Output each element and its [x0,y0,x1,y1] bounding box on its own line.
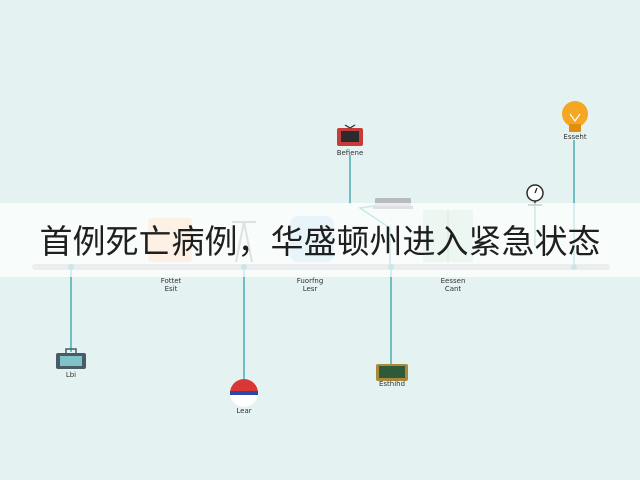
tv-icon [337,124,363,146]
event-label: Fottet Esit [160,277,182,293]
stopwatch-icon [526,184,544,206]
event-label: Esseht [563,133,587,141]
event-label: Eessen Cant [440,277,466,293]
event-label: Lear [236,407,252,415]
event-label: Esthihd [378,380,406,388]
lightbulb-icon [562,101,588,132]
suitcase-icon [56,348,86,369]
event-label: Fuorfng Lesr [296,277,324,293]
flag-badge-icon [230,379,258,407]
headline-banner [0,203,640,277]
headline: 首例死亡病例，华盛顿州进入紧急状态 [39,222,601,261]
chalkboard-icon [376,364,408,381]
event-label: Lbi [65,371,77,379]
event-label: Befiene [336,149,364,157]
